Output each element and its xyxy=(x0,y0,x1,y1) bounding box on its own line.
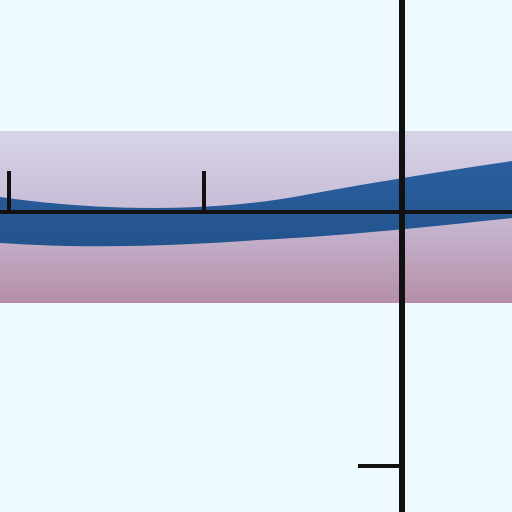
wave-band xyxy=(0,161,512,247)
